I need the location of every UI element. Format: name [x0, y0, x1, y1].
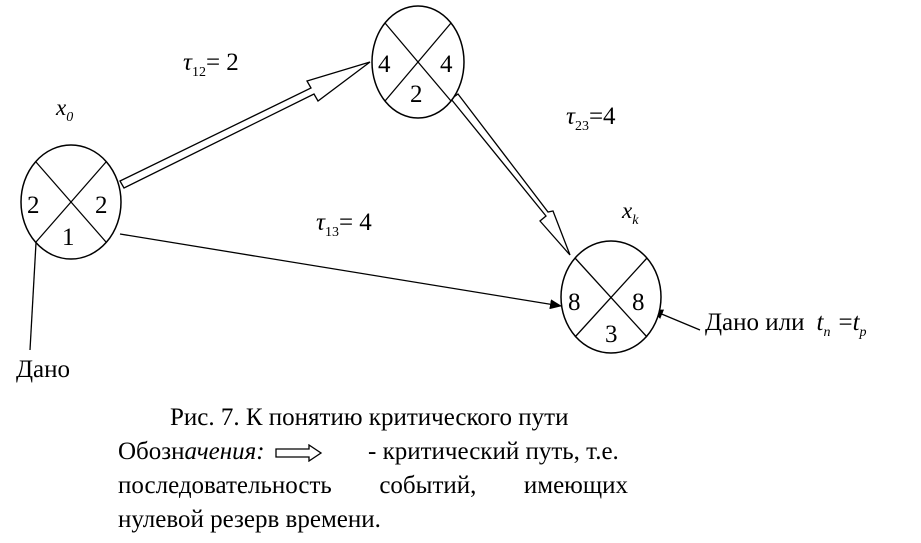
critical-edge-1-2	[119, 61, 371, 189]
given-arrow-right	[651, 309, 701, 331]
network-diagram: 2 2 1 4 4 2 8 8 3 x0 xk τ12= 2 τ23=4 τ13…	[16, 5, 867, 383]
caption-line-2: последовательность событий, имеющих	[118, 470, 628, 502]
caption-word: последовательность	[118, 472, 332, 499]
node-3-late: 8	[632, 289, 645, 316]
node-1-number: 1	[62, 224, 75, 251]
node-1: 2 2 1	[20, 144, 122, 260]
edge-2-3-label: τ23=4	[566, 103, 616, 134]
legend-prefix: Обозн	[118, 438, 185, 465]
legend-italic: ачения:	[184, 438, 265, 465]
node-2: 4 4 2	[371, 5, 465, 119]
caption-word: имеющих	[523, 472, 628, 499]
node-2-early: 4	[378, 51, 391, 78]
node-2-number: 2	[410, 81, 423, 108]
node-3-number: 3	[605, 321, 618, 348]
given-arrow-left	[29, 224, 42, 351]
critical-edge-2-3	[450, 93, 571, 256]
node-1-late: 2	[95, 192, 108, 219]
edge-1-3	[119, 233, 562, 310]
critical-path-arrow-icon	[274, 444, 322, 463]
node-2-late: 4	[440, 51, 453, 78]
legend-description: - критический путь, т.е.	[368, 438, 619, 465]
given-left-label: Дано	[16, 356, 70, 383]
node-3: 8 8 3	[560, 240, 662, 354]
edge-1-3-label: τ13= 4	[316, 209, 372, 240]
caption-word: событий,	[379, 472, 477, 499]
caption-line-3: нулевой резерв времени.	[118, 506, 381, 533]
edge-1-2-label: τ12= 2	[183, 49, 239, 80]
node-1-label: x0	[55, 95, 73, 125]
node-3-early: 8	[568, 289, 581, 316]
figure-caption-title: Рис. 7. К понятию критического пути	[170, 404, 569, 431]
node-3-label: xk	[621, 198, 639, 228]
legend-line: Обозначения: - критический путь, т.е.	[118, 436, 638, 468]
node-1-early: 2	[27, 192, 40, 219]
